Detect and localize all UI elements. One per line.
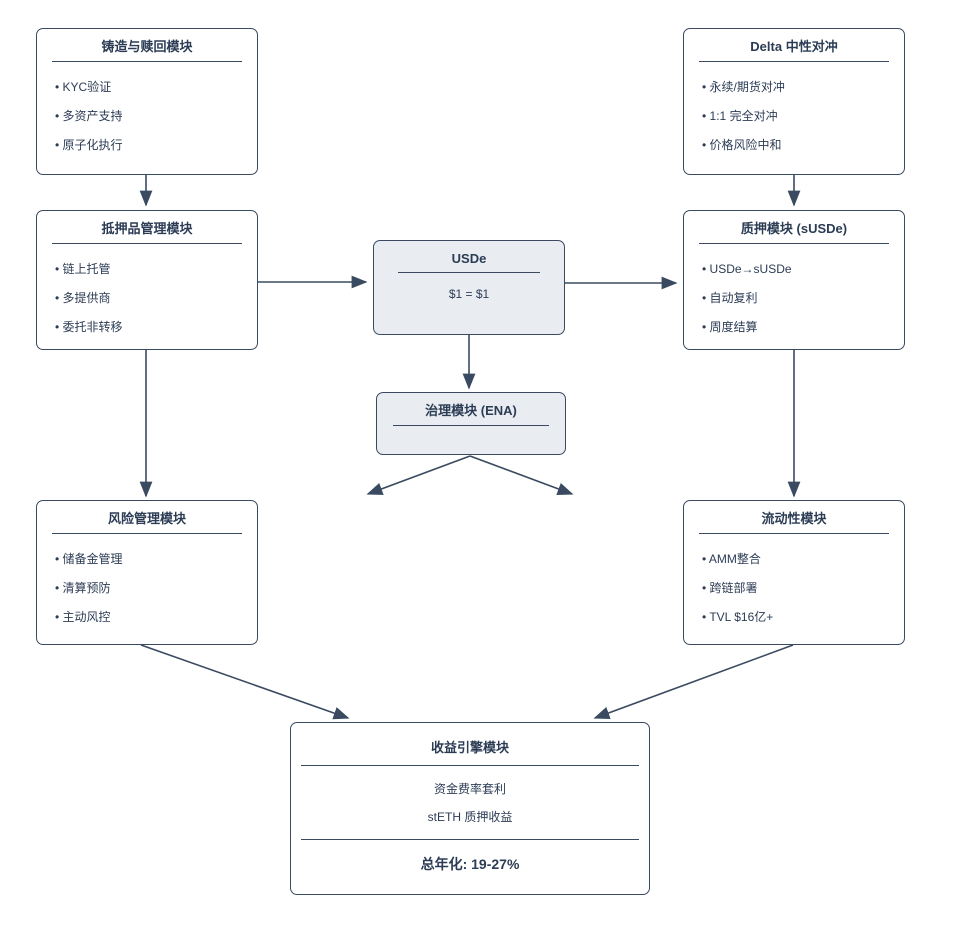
node-liquidity: 流动性模块 AMM整合 跨链部署 TVL $16亿+ bbox=[683, 500, 905, 645]
node-risk-title: 风险管理模块 bbox=[107, 511, 186, 526]
bullet-item: 多提供商 bbox=[55, 284, 257, 313]
bullet-item: 委托非转移 bbox=[55, 313, 257, 342]
node-collateral: 抵押品管理模块 链上托管 多提供商 委托非转移 bbox=[36, 210, 258, 350]
node-yield: 收益引擎模块 资金费率套利 stETH 质押收益 总年化: 19-27% bbox=[290, 722, 650, 895]
connector-governance-left bbox=[366, 455, 471, 495]
yield-line: stETH 质押收益 bbox=[427, 810, 513, 824]
node-collateral-bullets: 链上托管 多提供商 委托非转移 bbox=[37, 255, 257, 342]
bullet-item: 链上托管 bbox=[55, 255, 257, 284]
title-divider bbox=[398, 272, 540, 273]
node-usde-peg: $1 = $1 bbox=[448, 287, 490, 301]
bullet-item: 原子化执行 bbox=[55, 131, 257, 160]
node-delta-hedge-title: Delta 中性对冲 bbox=[750, 39, 838, 54]
title-divider bbox=[699, 61, 889, 62]
node-usde-title: USDe bbox=[451, 251, 487, 266]
bullet-item: 自动复利 bbox=[702, 284, 904, 313]
node-governance: 治理模块 (ENA) bbox=[376, 392, 566, 455]
node-yield-title: 收益引擎模块 bbox=[430, 740, 509, 755]
bullet-item: 1:1 完全对冲 bbox=[702, 102, 904, 131]
node-risk-bullets: 储备金管理 清算预防 主动风控 bbox=[37, 545, 257, 632]
section-divider bbox=[301, 839, 639, 840]
node-liquidity-bullets: AMM整合 跨链部署 TVL $16亿+ bbox=[684, 545, 904, 632]
node-liquidity-title: 流动性模块 bbox=[761, 511, 827, 526]
bullet-item: TVL $16亿+ bbox=[702, 603, 904, 632]
node-delta-hedge-bullets: 永续/期货对冲 1:1 完全对冲 价格风险中和 bbox=[684, 73, 904, 160]
section-divider bbox=[301, 765, 639, 766]
bullet-item: 储备金管理 bbox=[55, 545, 257, 574]
node-risk: 风险管理模块 储备金管理 清算预防 主动风控 bbox=[36, 500, 258, 645]
node-staking-bullets: USDe→sUSDe 自动复利 周度结算 bbox=[684, 255, 904, 342]
bullet-item: 清算预防 bbox=[55, 574, 257, 603]
bullet-item: 多资产支持 bbox=[55, 102, 257, 131]
bullet-item: 永续/期货对冲 bbox=[702, 73, 904, 102]
node-mint: 铸造与赎回模块 KYC验证 多资产支持 原子化执行 bbox=[36, 28, 258, 175]
title-divider bbox=[52, 61, 242, 62]
node-usde: USDe $1 = $1 bbox=[373, 240, 565, 335]
bullet-item: 主动风控 bbox=[55, 603, 257, 632]
yield-apy-total: 总年化: 19-27% bbox=[420, 856, 520, 872]
node-staking: 质押模块 (sUSDe) USDe→sUSDe 自动复利 周度结算 bbox=[683, 210, 905, 350]
connector-governance-right bbox=[469, 455, 574, 495]
node-governance-title: 治理模块 (ENA) bbox=[425, 403, 517, 418]
node-mint-bullets: KYC验证 多资产支持 原子化执行 bbox=[37, 73, 257, 160]
title-divider bbox=[393, 425, 549, 426]
bullet-item: KYC验证 bbox=[55, 73, 257, 102]
bullet-item: USDe→sUSDe bbox=[702, 255, 904, 284]
node-staking-title: 质押模块 (sUSDe) bbox=[740, 221, 848, 236]
yield-line: 资金费率套利 bbox=[433, 782, 506, 796]
title-divider bbox=[699, 243, 889, 244]
bullet-item: 价格风险中和 bbox=[702, 131, 904, 160]
node-mint-title: 铸造与赎回模块 bbox=[101, 39, 193, 54]
title-divider bbox=[699, 533, 889, 534]
bullet-item: 跨链部署 bbox=[702, 574, 904, 603]
bullet-item: AMM整合 bbox=[702, 545, 904, 574]
bullet-item: 周度结算 bbox=[702, 313, 904, 342]
title-divider bbox=[52, 243, 242, 244]
connector-liquidity-yield bbox=[593, 644, 794, 720]
title-divider bbox=[52, 533, 242, 534]
connector-risk-yield bbox=[140, 644, 350, 720]
node-delta-hedge: Delta 中性对冲 永续/期货对冲 1:1 完全对冲 价格风险中和 bbox=[683, 28, 905, 175]
node-collateral-title: 抵押品管理模块 bbox=[101, 221, 193, 236]
